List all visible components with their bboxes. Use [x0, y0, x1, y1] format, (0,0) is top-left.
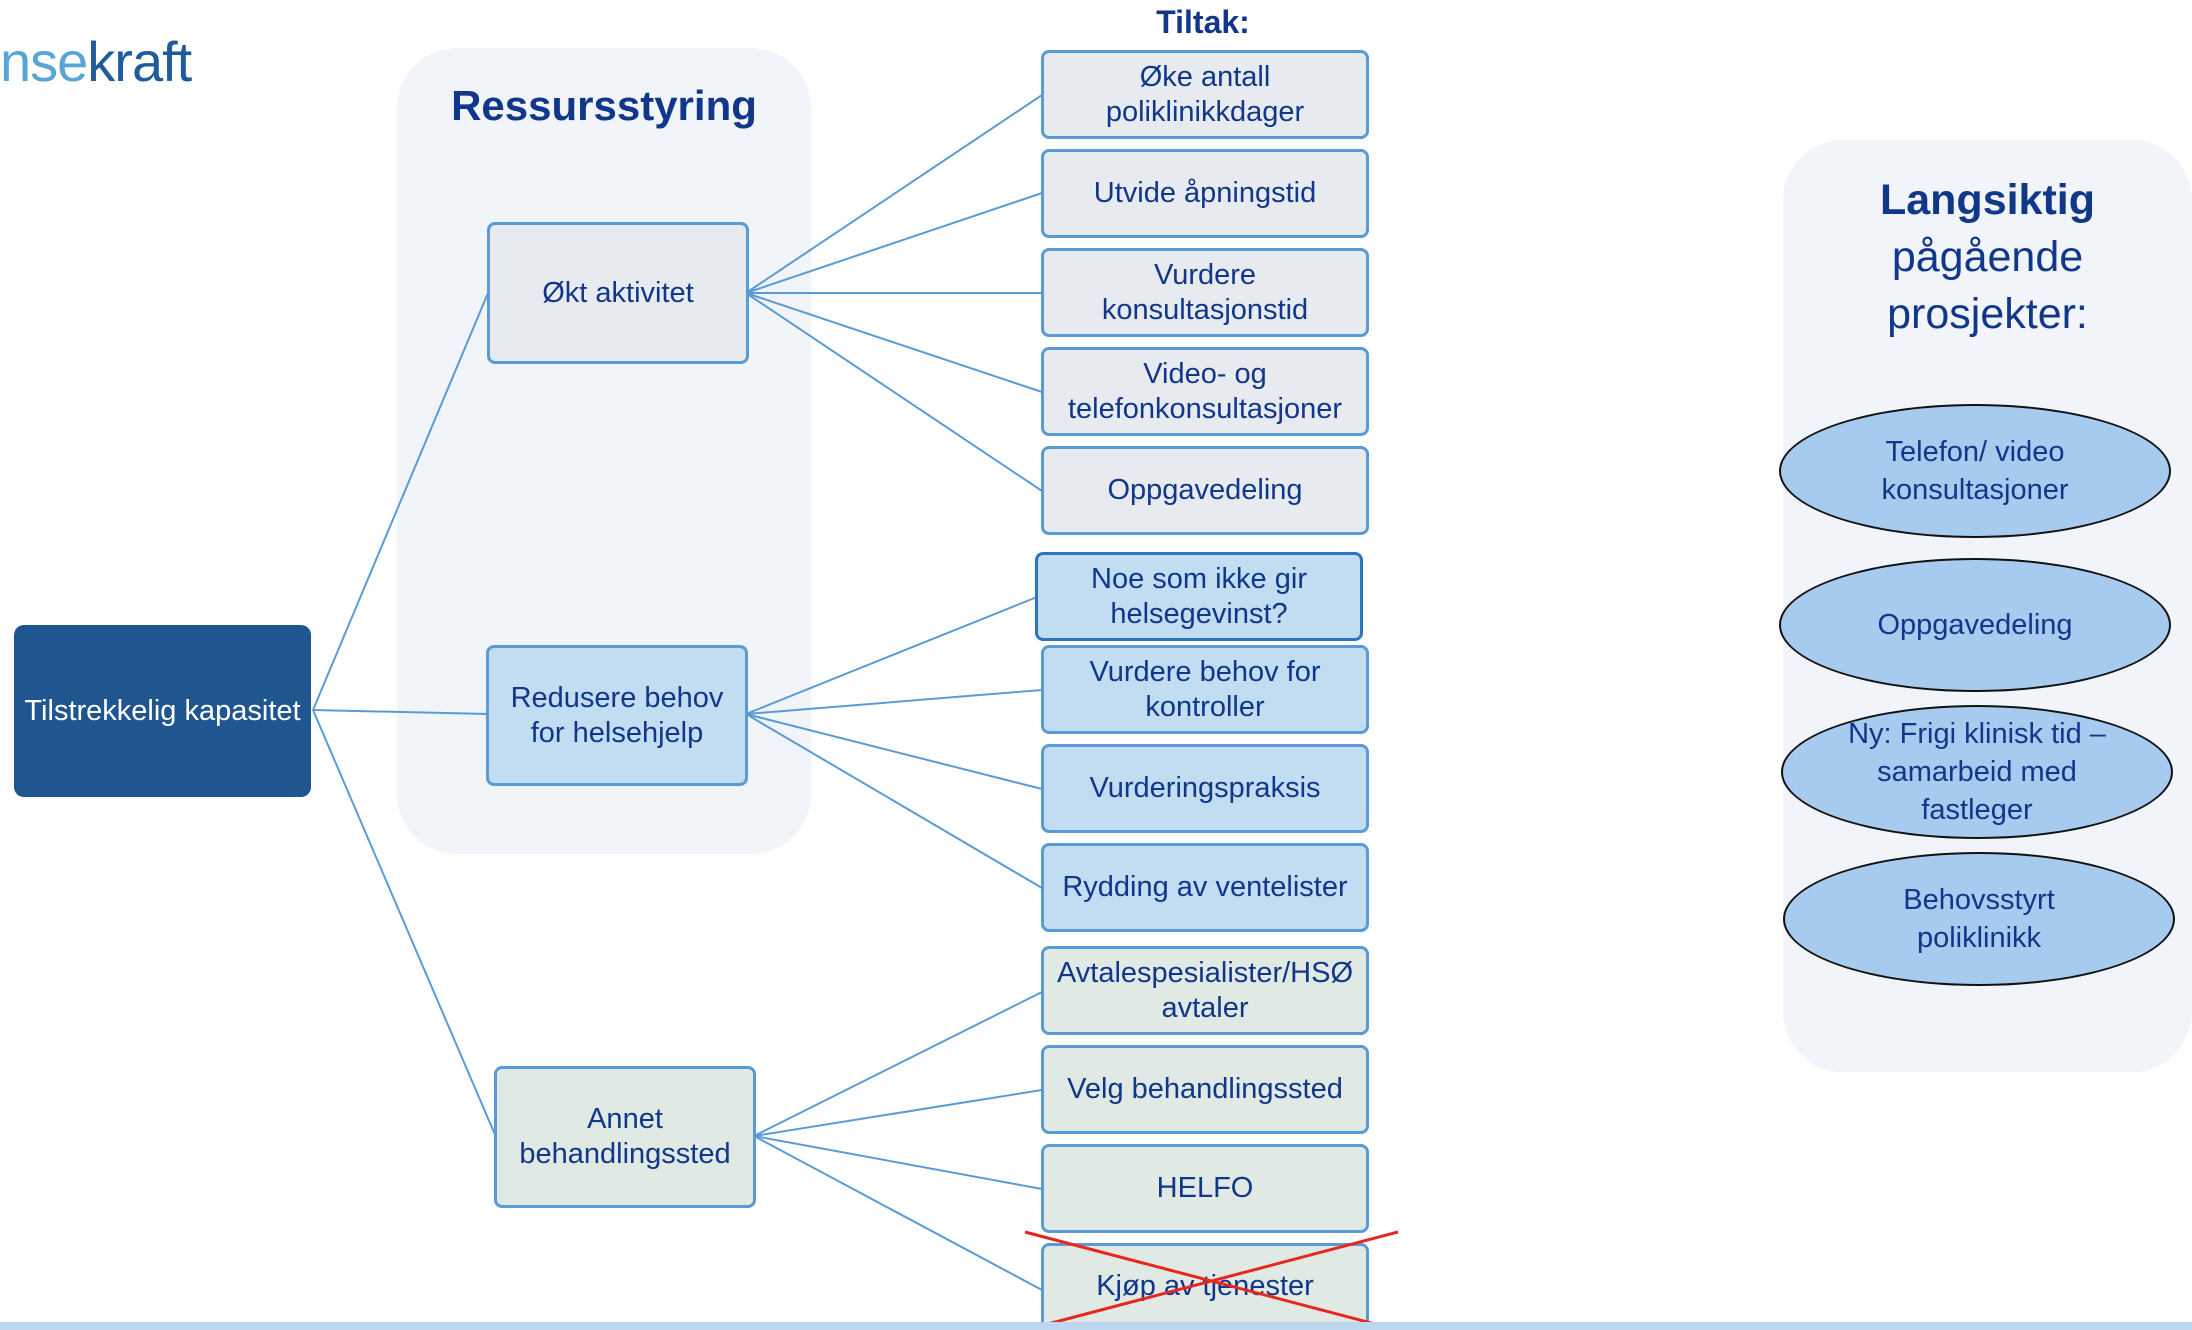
line-annet-m4	[753, 1135, 1043, 1291]
measure-vurdere-behov: Vurdere behov for kontroller	[1041, 645, 1369, 734]
measure-video-telefon: Video- og telefonkonsultasjoner	[1041, 347, 1369, 436]
category-okt-aktivitet: Økt aktivitet	[487, 222, 749, 364]
measure-utvide-apningstid: Utvide åpningstid	[1041, 149, 1369, 238]
measure-velg-behandlingssted: Velg behandlingssted	[1041, 1045, 1369, 1134]
line-annet-m1	[753, 991, 1043, 1137]
measure-oke-antall: Øke antall poliklinikkdager	[1041, 50, 1369, 139]
line-okt-m1	[745, 94, 1043, 294]
line-annet-m2	[753, 1089, 1043, 1137]
line-red-m2	[745, 689, 1043, 715]
project-frigi-klinisk-tid: Ny: Frigi klinisk tid – samarbeid med fa…	[1781, 705, 2173, 839]
measure-rydding-ventelister: Rydding av ventelister	[1041, 843, 1369, 932]
line-red-m3	[745, 713, 1043, 790]
logo-part-2: kraft	[87, 30, 192, 93]
langsiktig-title-bold: Langsiktig	[1879, 176, 2096, 224]
measure-kjop-av-tjenester: Kjøp av tjenester	[1041, 1243, 1369, 1330]
langsiktig-title: Langsiktig pågående prosjekter:	[1783, 172, 2192, 343]
line-red-m4	[745, 713, 1043, 889]
measure-vurdere-konsultasjonstid: Vurdere konsultasjonstid	[1041, 248, 1369, 337]
line-red-m1	[745, 596, 1038, 715]
measure-helfo: HELFO	[1041, 1144, 1369, 1233]
measure-avtalespesialister: Avtalespesialister/HSØ avtaler	[1041, 946, 1369, 1035]
line-okt-m5	[745, 292, 1043, 492]
measure-vurderingspraksis: Vurderingspraksis	[1041, 744, 1369, 833]
project-behovsstyrt: Behovsstyrt poliklinikk	[1783, 852, 2175, 986]
langsiktig-title-line3: prosjekter:	[1887, 290, 2088, 338]
logo-part-1: nse	[0, 30, 88, 93]
category-annet-behandlingssted: Annet behandlingssted	[494, 1066, 756, 1208]
cross-line-2	[1024, 1230, 1399, 1330]
ressursstyring-title: Ressursstyring	[451, 82, 757, 129]
line-okt-m4	[745, 292, 1043, 393]
category-redusere-behov: Redusere behov for helsehjelp	[486, 645, 748, 786]
line-root-annet	[312, 709, 497, 1138]
measure-oppgavedeling: Oppgavedeling	[1041, 446, 1369, 535]
project-oppgavedeling: Oppgavedeling	[1779, 558, 2171, 692]
company-logo: nsekraft	[0, 28, 192, 96]
tiltak-label: Tiltak:	[1156, 4, 1250, 40]
project-telefon-video: Telefon/ video konsultasjoner	[1779, 404, 2171, 538]
bottom-bar	[0, 1322, 2192, 1330]
line-root-redusere	[312, 709, 489, 715]
langsiktig-title-line2: pågående	[1891, 233, 2084, 281]
measure-noe-som-ikke: Noe som ikke gir helsegevinst?	[1035, 552, 1363, 641]
line-annet-m3	[753, 1135, 1043, 1190]
line-okt-m2	[745, 192, 1043, 294]
root-node: Tilstrekkelig kapasitet	[14, 625, 311, 797]
line-root-okt	[312, 292, 489, 711]
